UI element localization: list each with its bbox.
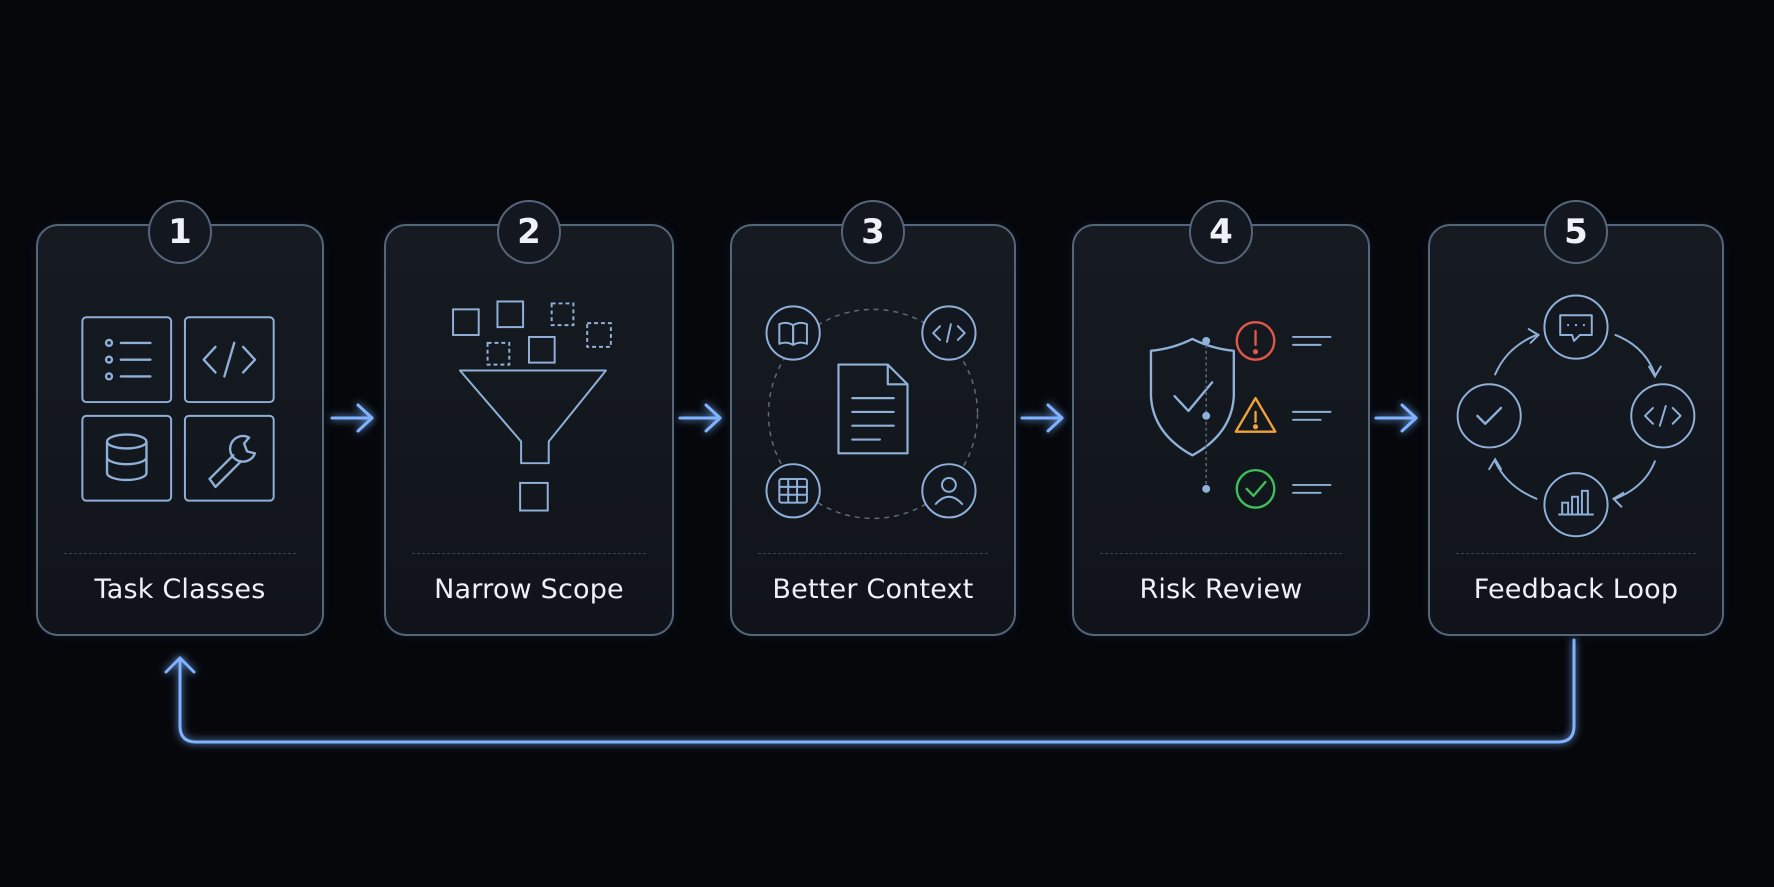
- step-label: Narrow Scope: [434, 574, 624, 605]
- arrow-1-to-2: [330, 403, 374, 433]
- card-divider: [412, 553, 646, 554]
- step-card-1: 1: [36, 200, 324, 636]
- step-number-badge: 4: [1189, 200, 1253, 264]
- check-icon: [1476, 406, 1503, 425]
- arrow-4-to-5: [1374, 403, 1418, 433]
- step-label: Better Context: [772, 574, 974, 605]
- table-icon: [778, 477, 808, 504]
- chat-icon: [1559, 314, 1593, 342]
- step-number-badge: 2: [497, 200, 561, 264]
- code-icon: [202, 341, 257, 378]
- code-icon: [932, 323, 966, 343]
- bar-chart-icon: [1558, 489, 1594, 516]
- feedback-loop-arrow: [164, 638, 1576, 744]
- risk-review-icon: [1149, 320, 1332, 509]
- database-icon: [105, 433, 148, 482]
- list-icon: [104, 338, 152, 381]
- success-icon: [1235, 468, 1276, 509]
- shield-check-icon: [1149, 337, 1236, 457]
- warning-icon: [1234, 396, 1277, 433]
- step-label: Task Classes: [94, 574, 266, 605]
- code-icon: [1644, 405, 1682, 427]
- context-icon: [765, 305, 979, 520]
- user-icon: [934, 476, 964, 506]
- card-divider: [1456, 553, 1696, 554]
- card-divider: [758, 553, 988, 554]
- step-card-2: 2 Narrow Scope: [384, 200, 674, 636]
- funnel-icon: [452, 300, 612, 512]
- wrench-icon: [208, 434, 257, 489]
- step-label: Risk Review: [1139, 574, 1303, 605]
- step-number-badge: 3: [841, 200, 905, 264]
- step-card-3: 3: [730, 200, 1016, 636]
- arrow-3-to-4: [1020, 403, 1064, 433]
- document-icon: [837, 363, 909, 455]
- feedback-cycle-icon: [1456, 294, 1696, 538]
- task-classes-icon: [81, 316, 275, 502]
- step-number-badge: 5: [1544, 200, 1608, 264]
- book-icon: [778, 321, 808, 346]
- step-card-5: 5: [1428, 200, 1724, 636]
- step-card-4: 4: [1072, 200, 1370, 636]
- arrow-2-to-3: [678, 403, 722, 433]
- step-number-badge: 1: [148, 200, 212, 264]
- error-icon: [1235, 320, 1276, 361]
- card-divider: [64, 553, 296, 554]
- card-divider: [1100, 553, 1342, 554]
- step-label: Feedback Loop: [1473, 574, 1679, 605]
